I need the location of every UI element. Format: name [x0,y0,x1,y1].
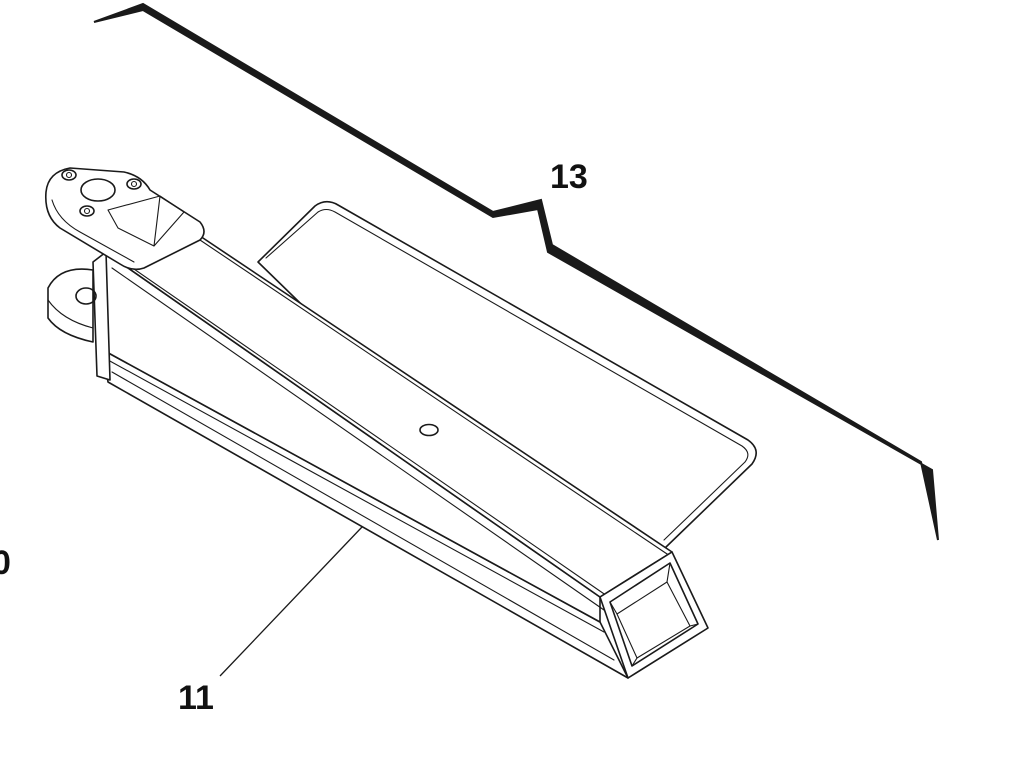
callout-partial: 0 [0,544,11,582]
tray-plate [257,200,757,596]
assembly-bracket [93,2,939,541]
tube-arm [92,235,709,679]
callout-11: 11 [178,679,214,717]
leader-line-11 [219,526,363,677]
pivot-tab [47,268,97,343]
mounting-plate [44,167,205,271]
callout-13: 13 [550,158,588,196]
